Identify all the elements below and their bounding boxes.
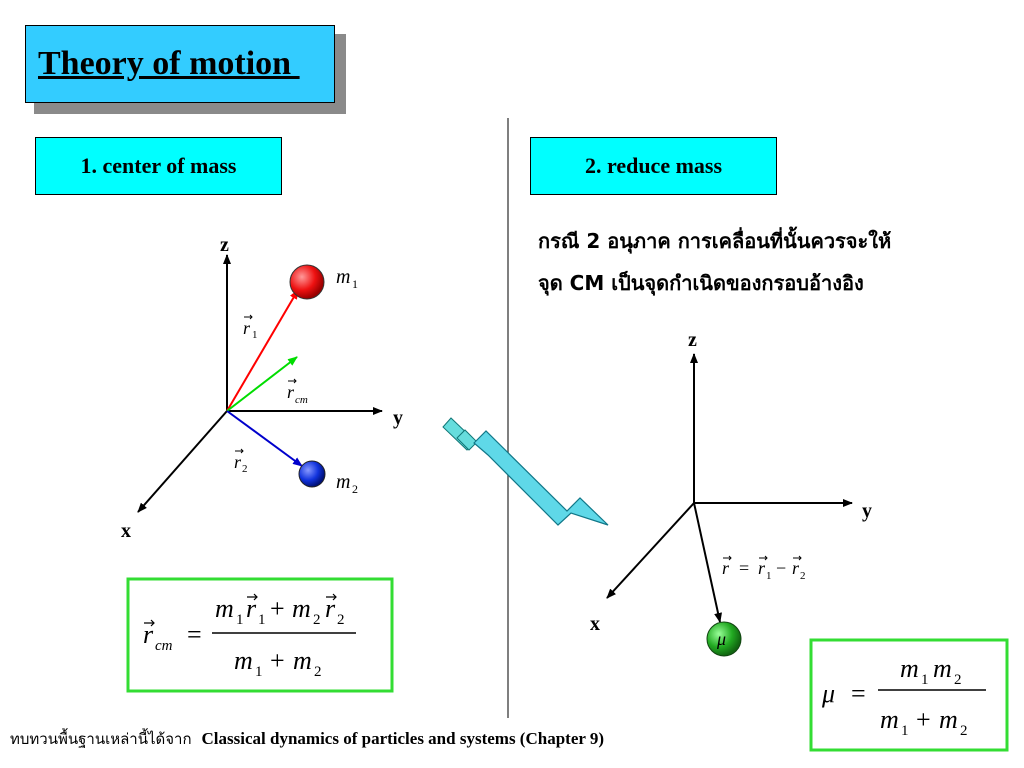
mu-eq: = [851, 679, 866, 708]
rel-minus: − [776, 558, 786, 578]
formula-mu-box [809, 638, 1009, 752]
mass2-ball [298, 460, 326, 488]
r1-overbar [244, 314, 253, 320]
cm-num-m1-sub: 1 [236, 612, 244, 628]
cm-lhs-sub: cm [155, 638, 173, 654]
rcm-label: r [287, 382, 295, 402]
rel-r2: r [792, 558, 800, 578]
rcm-sub: cm [295, 394, 308, 406]
r2-sub: 2 [242, 463, 248, 475]
mu-num-m2-sub: 2 [954, 672, 962, 688]
m2-label: m [336, 471, 350, 493]
title-box: Theory of motion [25, 25, 335, 103]
z-label-2: z [688, 329, 697, 351]
cm-num-m2: m [292, 594, 311, 623]
cm-num-m1: m [215, 594, 234, 623]
mu-den-plus: + [916, 705, 931, 734]
cm-num-r1: r [246, 594, 257, 623]
description-line1: กรณี 2 อนุภาค การเคลื่อนที่นั้นควรจะให้ [538, 229, 892, 253]
formula-cm: r cm = m 1 r 1 + m 2 r 2 m 1 + m 2 [143, 594, 345, 680]
section1-box: 1. center of mass [35, 137, 282, 195]
transition-arrow [442, 417, 609, 526]
rel-r1-sub: 1 [766, 570, 772, 582]
cm-lhs: r [143, 620, 154, 649]
footer-thai: ทบทวนพื้นฐานเหล่านี้ได้จาก [10, 730, 192, 748]
diagram2-axes: z y x [590, 329, 872, 635]
cm-den-m2: m [293, 646, 312, 675]
description: กรณี 2 อนุภาค การเคลื่อนที่นั้นควรจะให้ … [538, 220, 891, 304]
relation-formula: r = r 1 − r 2 [722, 558, 806, 582]
r2-vector [226, 410, 303, 467]
cm-eq: = [187, 620, 202, 649]
r2-overbar [235, 448, 244, 454]
m1-label: m [336, 266, 350, 288]
x-label-1: x [121, 520, 131, 542]
cm-num-r2-sub: 2 [337, 612, 345, 628]
m2-sub: 2 [352, 482, 358, 496]
mu-den-m1-sub: 1 [901, 723, 909, 739]
x-label-2: x [590, 613, 600, 635]
rel-r: r [722, 558, 730, 578]
mu-lhs: μ [821, 679, 835, 708]
rel-eq: = [739, 558, 749, 578]
mu-num-m1-sub: 1 [921, 672, 929, 688]
description-line2: จุด CM เป็นจุดกำเนิดของกรอบอ้างอิง [538, 271, 864, 295]
cm-den-plus: + [270, 646, 285, 675]
mu-den-m2-sub: 2 [960, 723, 968, 739]
cm-den-m1-sub: 1 [255, 664, 263, 680]
rcm-overbar [288, 378, 297, 384]
x-axis-2 [606, 502, 695, 599]
m1-sub: 1 [352, 277, 358, 291]
mu-num-m2: m [933, 654, 952, 683]
cm-num-r1-sub: 1 [258, 612, 266, 628]
rel-r2-sub: 2 [800, 570, 806, 582]
mass1-ball [289, 264, 325, 300]
r1-label: r [243, 318, 251, 338]
cm-num-m2-sub: 2 [313, 612, 321, 628]
mu-den-m2: m [939, 705, 958, 734]
footer-ref: Classical dynamics of particles and syst… [201, 729, 605, 748]
r-vector [693, 502, 722, 623]
cm-den-m2-sub: 2 [314, 664, 322, 680]
mu-den-m1: m [880, 705, 899, 734]
x-axis-1 [137, 410, 228, 513]
rcm-vector [226, 356, 298, 412]
y-label-2: y [862, 500, 872, 522]
page-title: Theory of motion [38, 45, 300, 82]
formula-mu: μ = m 1 m 2 m 1 + m 2 [821, 654, 968, 739]
z-label-1: z [220, 234, 229, 256]
r2-label: r [234, 452, 242, 472]
mu-ball-label: μ [716, 629, 726, 649]
cm-num-plus: + [270, 594, 285, 623]
mu-ball [706, 621, 742, 657]
formula-cm-box [126, 577, 394, 693]
footer: ทบทวนพื้นฐานเหล่านี้ได้จาก Classical dyna… [10, 727, 604, 751]
mu-num-m1: m [900, 654, 919, 683]
rel-r1: r [758, 558, 766, 578]
section1-label: 1. center of mass [80, 153, 237, 178]
y-label-1: y [393, 407, 403, 429]
r1-vector [226, 289, 299, 412]
cm-num-r2: r [325, 594, 336, 623]
r1-sub: 1 [252, 329, 258, 341]
diagram1-axes: z y x [121, 234, 403, 542]
cm-den-m1: m [234, 646, 253, 675]
section2-label: 2. reduce mass [584, 153, 723, 178]
section2-box: 2. reduce mass [530, 137, 777, 195]
